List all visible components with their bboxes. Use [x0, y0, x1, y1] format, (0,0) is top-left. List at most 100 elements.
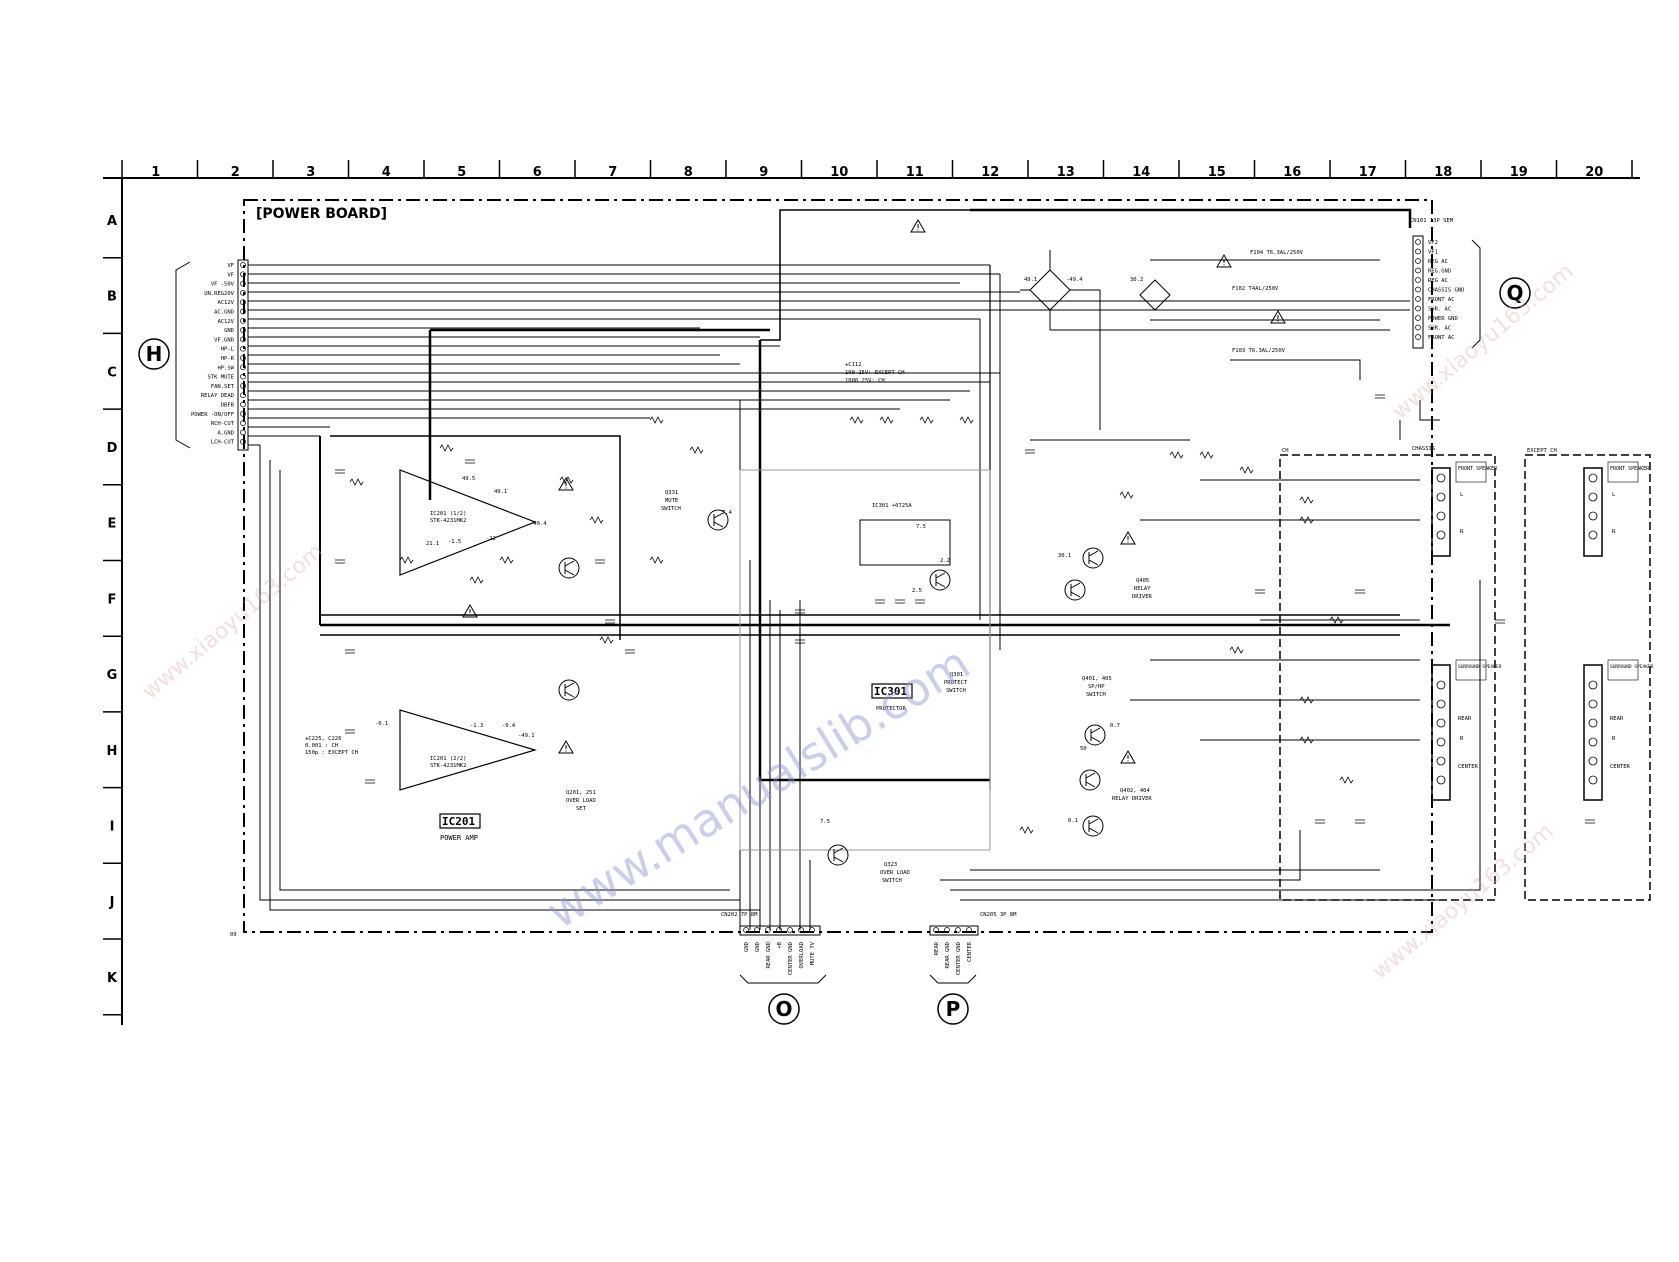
connector-q-pin	[1415, 258, 1421, 264]
ch-front-speaker: FRONT SPEAKER	[1458, 466, 1498, 472]
connector-q-label: Q	[1506, 281, 1523, 305]
transistor-leads	[1085, 772, 1096, 788]
connector-h-pin	[240, 373, 246, 380]
q405-l3: DRIVER	[1132, 594, 1153, 600]
capacitor-symbol	[1315, 819, 1325, 824]
voltage-reading: 2.2	[940, 558, 950, 564]
resistor-symbol	[399, 556, 414, 564]
connector-h-pin-label: LCH-CUT	[211, 440, 235, 446]
speaker-terminal	[1436, 699, 1446, 709]
connector-h-pin-label: FAN.SET	[211, 384, 235, 390]
resistor-symbol	[689, 446, 704, 454]
q201-l2: OVER LOAD	[566, 798, 596, 804]
grid-row-label: D	[107, 441, 118, 456]
grid-row-label: A	[107, 214, 117, 229]
transistor-leads	[935, 572, 946, 588]
speaker-panel-borders	[1279, 454, 1651, 901]
grid-col-label: 18	[1434, 165, 1452, 180]
voltage-reading: 0.7	[1110, 723, 1120, 729]
grid-col-label: 2	[231, 165, 240, 180]
grid-col-label: 6	[533, 165, 542, 180]
connector-q-body	[1412, 235, 1424, 349]
speaker-terminal	[1436, 492, 1446, 502]
connector-p-pin	[933, 927, 939, 933]
connector-q-pin	[1415, 324, 1421, 331]
except-term-rear: REAR	[1610, 716, 1624, 722]
resistor-symbol	[1329, 616, 1344, 624]
connector-h-pin-label: GND	[224, 328, 234, 334]
connector-p-pin	[966, 927, 972, 933]
grid-col-label: 16	[1283, 165, 1301, 180]
resistor-symbol	[1239, 466, 1254, 474]
resistor-symbol	[919, 416, 934, 424]
except-ch-panel-title: EXCEPT CH	[1527, 448, 1557, 454]
grid-col-label: 7	[608, 165, 617, 180]
connector-h-pin-label: VF.GND	[214, 337, 234, 343]
ic201-top-part: STK-4231MK2	[430, 518, 466, 524]
capacitor-symbol	[1375, 394, 1385, 399]
connector-q-pin	[1415, 334, 1421, 340]
ch-term-r2: R	[1460, 736, 1464, 742]
connector-q-pin	[1415, 286, 1421, 293]
connector-h-pin	[240, 438, 246, 445]
capacitor-symbol	[1495, 619, 1505, 624]
note-c225-3: 150p : EXCEPT CH	[305, 750, 358, 756]
grid-row-label: G	[107, 668, 118, 683]
connector-o-pin-label: OVERLOAD	[799, 942, 805, 969]
warning-icon	[1270, 310, 1286, 324]
note-chassis: CHASSIS	[1412, 446, 1435, 452]
capacitor-symbol	[465, 459, 475, 464]
grid-col-label: 9	[759, 165, 768, 180]
capacitor-symbol	[1585, 819, 1595, 824]
speaker-terminal	[1436, 718, 1446, 728]
transistor-symbol	[558, 557, 580, 579]
connector-h-label: H	[146, 342, 163, 366]
connector-h-pin	[240, 327, 246, 333]
q401-l1: Q401, 405	[1082, 676, 1112, 682]
grid-row-label: C	[107, 365, 117, 380]
notes: ★C112 100 25V: EXCEPT CH 1000 25V: CH ★C…	[230, 250, 1435, 938]
connector-h-pin	[240, 392, 246, 399]
warning-icon	[910, 219, 926, 233]
ic301-name: IC301	[874, 685, 907, 698]
grid-row-label: K	[107, 971, 118, 986]
except-term-l: L	[1612, 492, 1616, 498]
connector-q-pin-label: REG.GND	[1428, 269, 1451, 275]
transistor-symbol	[1082, 815, 1104, 837]
speaker-terminal	[1588, 473, 1598, 483]
q402-l2: RELAY DRIVER	[1112, 796, 1152, 802]
ic301-part: IC301 +0725A	[872, 503, 912, 509]
speaker-terminal	[1588, 756, 1598, 766]
resistor-symbol	[849, 416, 864, 424]
connector-h-pin	[240, 355, 246, 361]
connector-o-pin-label: MUTE 7V	[810, 941, 816, 965]
warning-icon	[1120, 750, 1136, 764]
transistor-leads	[1070, 582, 1081, 598]
resistor-symbol	[1299, 496, 1314, 504]
resistor-symbol	[589, 516, 604, 524]
except-term-r: R	[1612, 529, 1616, 535]
connector-h-pin	[240, 336, 246, 343]
voltage-reading: -22	[486, 536, 496, 542]
connector-q-pin	[1415, 315, 1421, 321]
speaker-terminal	[1436, 473, 1446, 483]
resistor-symbol	[1229, 646, 1244, 654]
capacitor-symbol	[795, 639, 805, 644]
voltage-reading: 21.1	[426, 541, 439, 547]
voltage-reading: 0.1	[1068, 818, 1078, 824]
connector-h-pin-label: POWER -ON/OFF	[191, 412, 234, 418]
voltage-reading: -0.1	[375, 721, 388, 727]
capacitor-symbol	[335, 469, 345, 474]
voltage-reading: -1.3	[470, 723, 483, 729]
capacitor-symbol	[365, 779, 375, 784]
connector-h-pin-label: HP-R	[221, 356, 235, 362]
grid-col-label: 5	[457, 165, 466, 180]
capacitor-symbol	[345, 649, 355, 654]
connector-h-pin-label: A.GND	[217, 430, 234, 436]
speaker-terminal	[1436, 775, 1446, 785]
speaker-terminal	[1588, 699, 1598, 709]
transistor-leads	[564, 560, 575, 576]
connector-q-pin	[1415, 305, 1421, 312]
connector-q-pin	[1415, 248, 1421, 255]
ch-panel-title: CH	[1282, 448, 1289, 454]
